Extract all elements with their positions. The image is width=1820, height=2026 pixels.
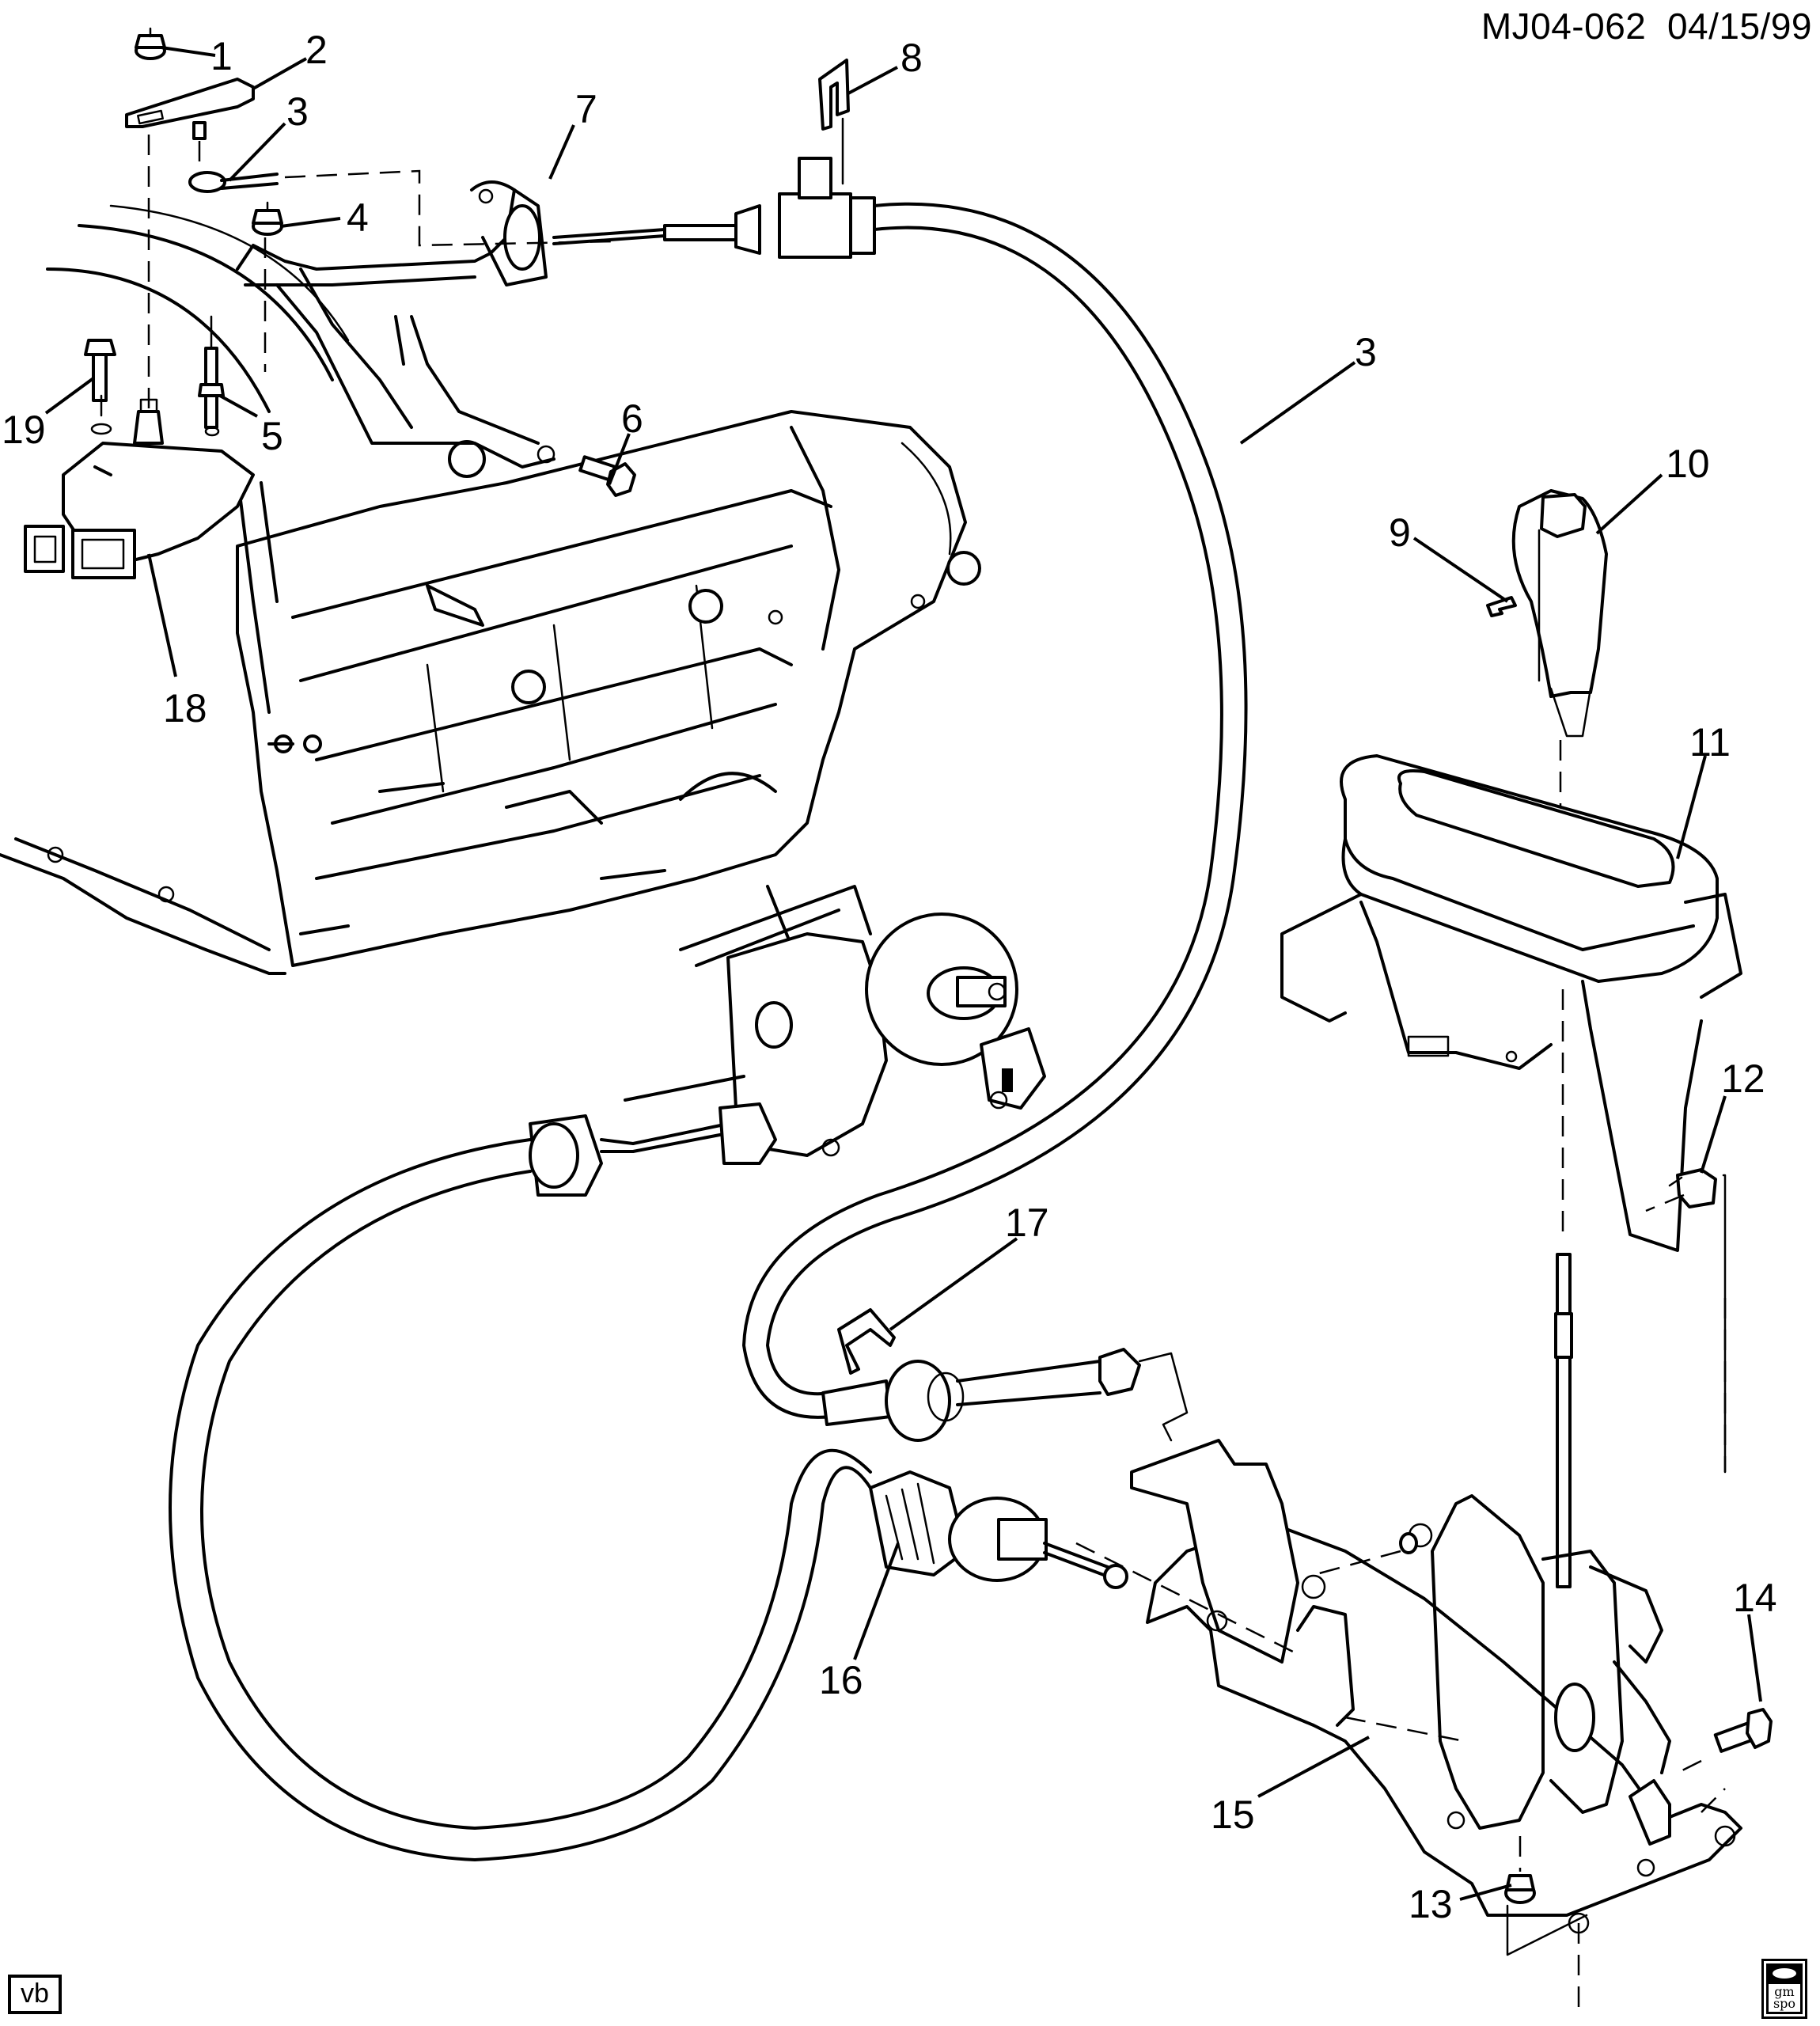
bolt-14 [1677, 1708, 1773, 1774]
stud-5 [198, 315, 225, 429]
callout-numbers: 1 2 3 3 4 5 6 7 8 9 10 11 12 13 14 15 16… [2, 28, 1777, 1926]
diagram-id: MJ04-062 [1481, 6, 1647, 47]
lever-2 [125, 78, 255, 128]
gm-spo-logo: gm spo [1761, 1959, 1807, 2019]
bolt-19 [84, 339, 116, 417]
clip-12 [1645, 1168, 1727, 1474]
callout-1: 1 [210, 34, 233, 78]
shifter-bezel [1280, 754, 1742, 1252]
nut-1 [135, 27, 166, 60]
park-lock-cable [169, 1114, 1128, 1861]
logo-line-1: gm [1774, 1984, 1795, 1999]
nut-4 [252, 201, 283, 236]
callout-3a: 3 [286, 89, 309, 134]
illustrator-code-box: vb [8, 1975, 62, 2014]
callout-16: 16 [819, 1658, 863, 1702]
steering-column-assembly [624, 885, 1046, 1165]
callout-15: 15 [1211, 1793, 1255, 1837]
callout-9: 9 [1389, 510, 1411, 555]
callout-3b: 3 [1355, 330, 1377, 374]
callout-11: 11 [1689, 720, 1731, 764]
callout-18: 18 [163, 686, 207, 730]
callout-12: 12 [1721, 1057, 1765, 1101]
diagram-header: MJ04-062 04/15/99 [1481, 5, 1812, 47]
callout-2: 2 [305, 28, 328, 72]
logo-oval-icon [1773, 1968, 1796, 1979]
callout-13: 13 [1409, 1882, 1453, 1926]
retainer-clip-8 [818, 59, 850, 185]
transmission-case [0, 204, 981, 975]
callout-8: 8 [901, 36, 923, 80]
shift-linkage-parts [125, 27, 614, 427]
callout-leaders [44, 46, 1762, 1901]
shift-knob [1511, 489, 1608, 871]
knob-clip-9 [1486, 596, 1517, 617]
callout-14: 14 [1733, 1576, 1777, 1620]
cable-end-3 [188, 121, 279, 193]
cable-bracket [236, 180, 555, 469]
callout-4: 4 [347, 195, 369, 240]
callout-5: 5 [261, 414, 283, 458]
nut-13 [1504, 1836, 1590, 2018]
callout-7: 7 [575, 87, 597, 131]
callout-6: 6 [621, 396, 643, 441]
diagram-date: 04/15/99 [1666, 6, 1812, 47]
callout-17: 17 [1005, 1201, 1049, 1245]
callout-10: 10 [1666, 442, 1710, 486]
logo-line-2: spo [1773, 1996, 1796, 2011]
park-neutral-switch [24, 398, 255, 579]
callout-19: 19 [2, 408, 46, 452]
range-selector-cable [552, 157, 1248, 1442]
shift-control-assembly [1075, 1253, 1742, 1917]
